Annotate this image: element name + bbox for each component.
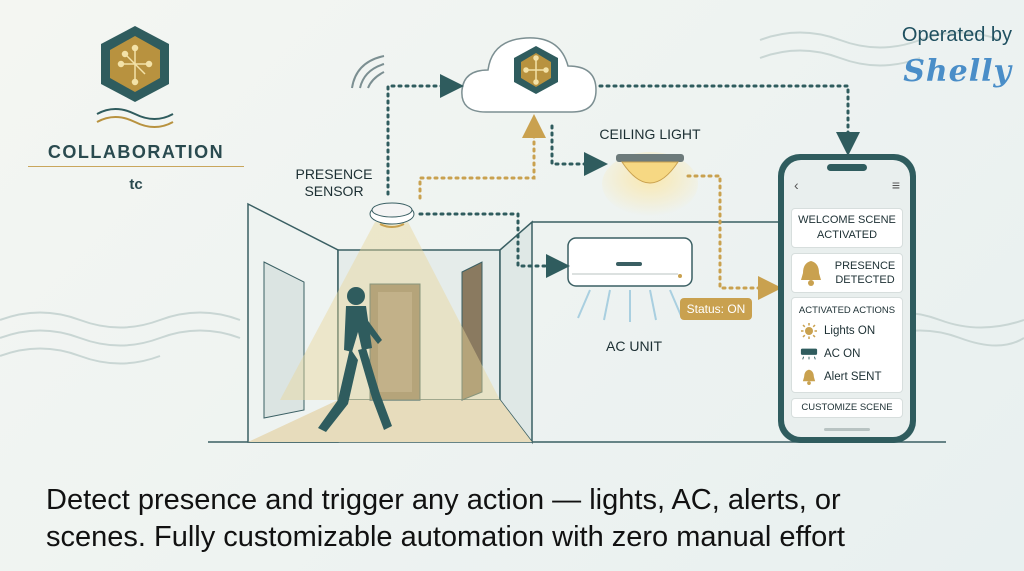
sun-icon bbox=[800, 322, 818, 340]
bell-icon bbox=[801, 261, 821, 286]
back-arrow-icon[interactable]: ‹ bbox=[794, 177, 799, 193]
action-item-ac: AC ON bbox=[800, 345, 860, 363]
action-item-lights: Lights ON bbox=[800, 322, 875, 340]
caption-line1: Detect presence and trigger any action —… bbox=[46, 484, 841, 516]
home-indicator bbox=[824, 428, 870, 431]
phone-mockup: ‹ ≡ WELCOME SCENE ACTIVATED PRESENCE DET… bbox=[778, 154, 916, 443]
brand-name: COLLABORATION bbox=[47, 142, 225, 162]
welcome-scene-card: WELCOME SCENE ACTIVATED bbox=[791, 208, 903, 248]
detected-line2: DETECTED bbox=[835, 274, 895, 286]
wireless-signal-icon bbox=[351, 55, 385, 89]
caption: Detect presence and trigger any action —… bbox=[46, 482, 1006, 556]
presence-detected-card: PRESENCE DETECTED bbox=[791, 253, 903, 293]
detected-line1: PRESENCE bbox=[834, 260, 896, 272]
cloud-icon bbox=[461, 37, 597, 113]
menu-icon[interactable]: ≡ bbox=[891, 177, 900, 193]
caption-line2: scenes. Fully customizable automation wi… bbox=[46, 521, 845, 553]
ceiling-light-icon bbox=[602, 152, 698, 216]
ac-unit-label: AC UNIT bbox=[606, 338, 662, 354]
action-item-alert: Alert SENT bbox=[800, 368, 882, 386]
brand-logo-icon bbox=[96, 26, 174, 128]
customize-scene-button[interactable]: CUSTOMIZE SCENE bbox=[791, 398, 903, 418]
bell-icon bbox=[800, 368, 818, 386]
action-label: Alert SENT bbox=[824, 371, 882, 383]
action-label: Lights ON bbox=[824, 325, 876, 337]
welcome-line1: WELCOME SCENE bbox=[798, 214, 896, 226]
activated-actions-card: ACTIVATED ACTIONS Lights ON bbox=[791, 297, 903, 393]
brand-subtitle: tc bbox=[129, 176, 143, 193]
presence-sensor-label-line2: SENSOR bbox=[304, 183, 364, 199]
action-label: AC ON bbox=[824, 348, 861, 360]
presence-sensor-icon bbox=[369, 202, 415, 228]
ceiling-light-label: CEILING LIGHT bbox=[599, 126, 701, 142]
operated-by-label: Operated by bbox=[901, 24, 1012, 46]
presence-sensor-label: PRESENCE SENSOR bbox=[286, 166, 382, 200]
status-badge: Status: ON bbox=[680, 298, 752, 320]
presence-sensor-label-line1: PRESENCE bbox=[295, 166, 373, 182]
brand-divider bbox=[28, 166, 244, 167]
partner-logo: Shelly bbox=[903, 54, 1012, 89]
phone-screen: ‹ ≡ WELCOME SCENE ACTIVATED PRESENCE DET… bbox=[784, 160, 910, 437]
phone-notch bbox=[827, 164, 867, 171]
welcome-line2: ACTIVATED bbox=[816, 229, 878, 241]
activated-actions-header: ACTIVATED ACTIONS bbox=[798, 305, 896, 316]
ac-unit-icon bbox=[567, 237, 693, 322]
ac-icon bbox=[800, 345, 818, 363]
